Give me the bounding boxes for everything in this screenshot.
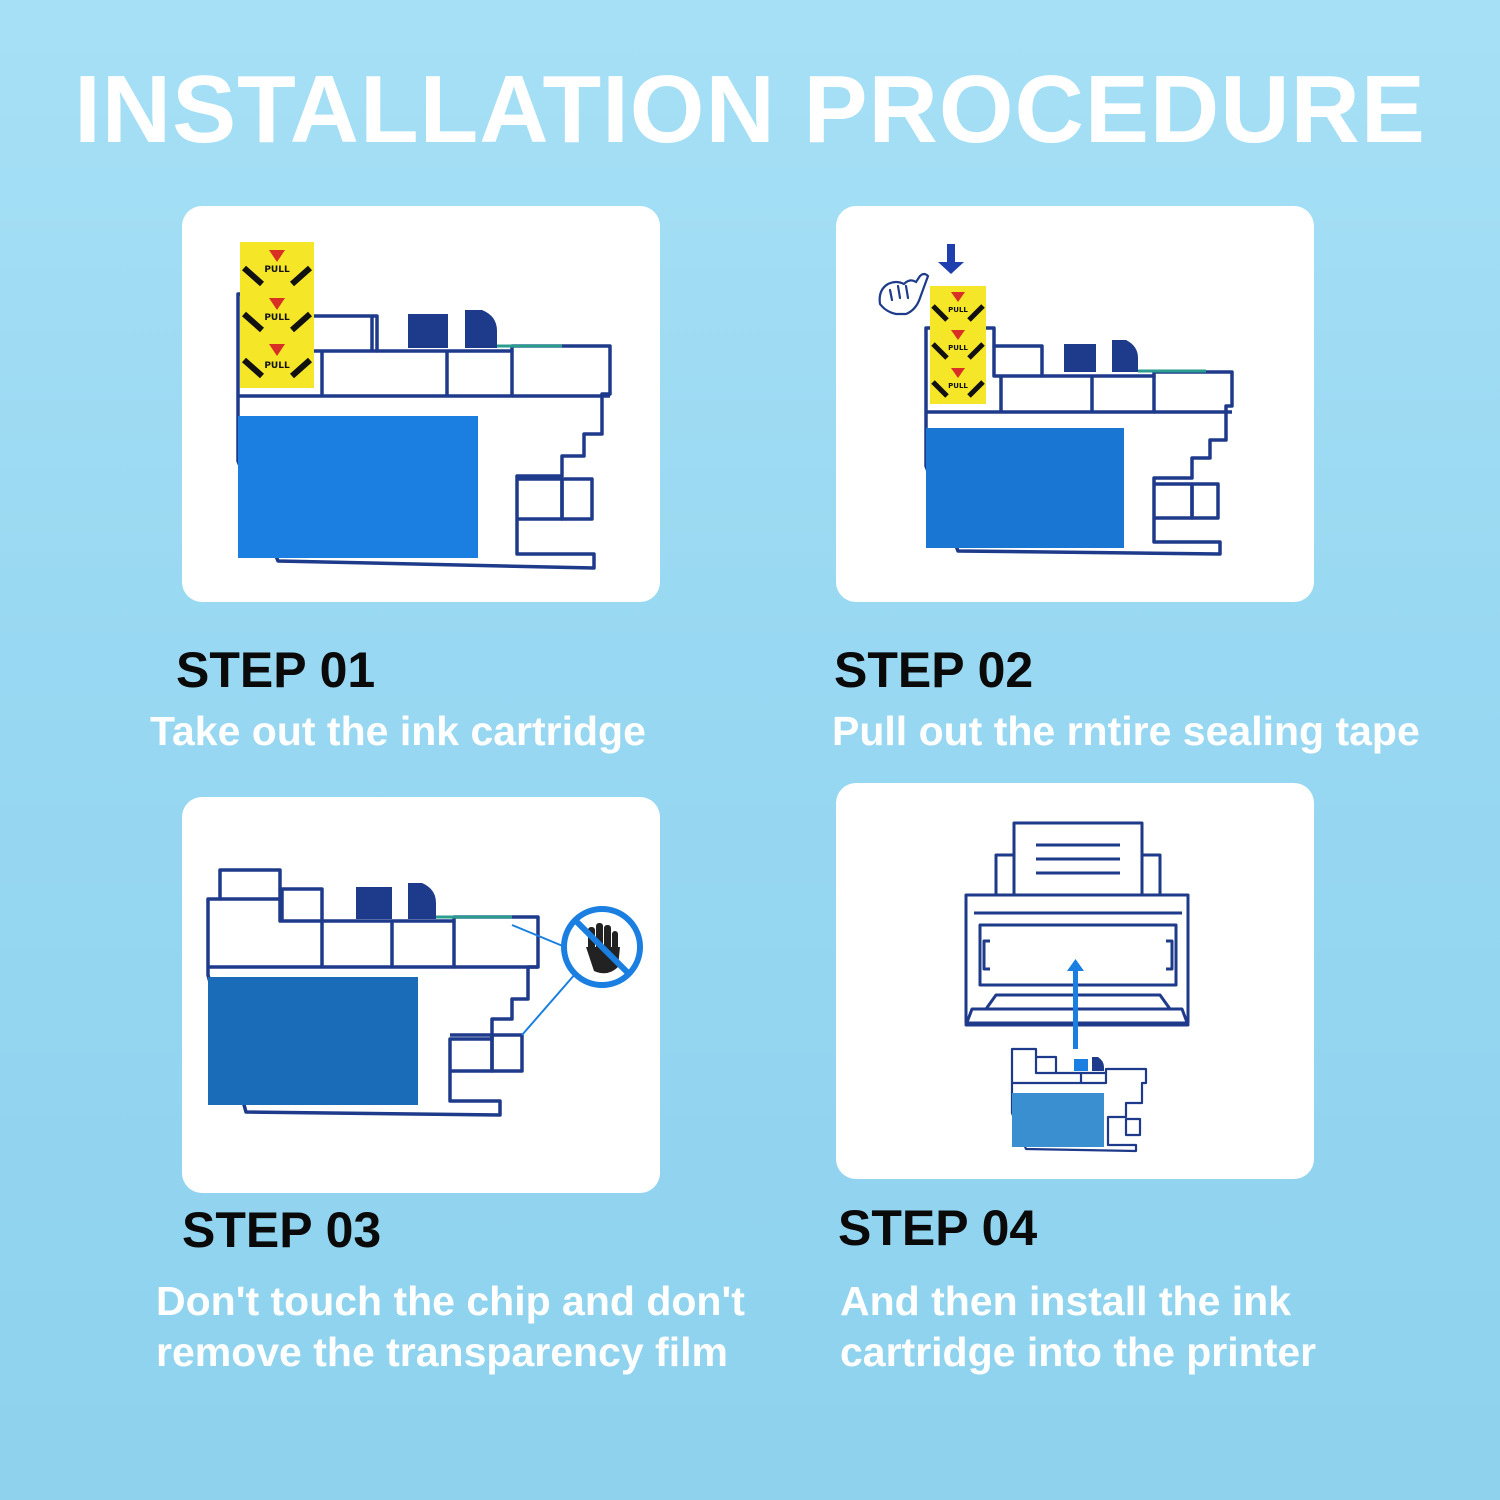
tape-label: PULL xyxy=(948,344,968,352)
tape-label: PULL xyxy=(948,382,968,390)
pull-sealing-tape-icon: PULL PULL PULL xyxy=(878,244,1234,556)
page-title: INSTALLATION PROCEDURE xyxy=(74,56,1426,163)
step-03-description-line: remove the transparency film xyxy=(156,1329,728,1375)
step-04-illustration xyxy=(836,783,1314,1179)
step-04-description-line: And then install the ink xyxy=(840,1278,1292,1324)
step-01-description: Take out the ink cartridge xyxy=(150,708,646,754)
tape-label: PULL xyxy=(264,265,290,275)
do-not-touch-chip-icon xyxy=(206,868,643,1117)
step-03-heading: STEP 03 xyxy=(182,1202,382,1258)
hand-icon xyxy=(878,272,930,316)
tape-label: PULL xyxy=(264,361,290,371)
step-03-description-line: Don't touch the chip and don't xyxy=(156,1278,745,1324)
step-04-description-line: cartridge into the printer xyxy=(840,1329,1317,1375)
step-03-illustration xyxy=(182,797,660,1193)
step-02-heading: STEP 02 xyxy=(834,642,1034,698)
printer-install-icon xyxy=(964,821,1190,1153)
step-04-description: And then install the ink cartridge into … xyxy=(840,1276,1316,1378)
step-02-description: Pull out the rntire sealing tape xyxy=(832,708,1420,754)
step-02-illustration: PULL PULL PULL xyxy=(836,206,1314,602)
tape-label: PULL xyxy=(264,313,290,323)
step-03-description: Don't touch the chip and don't remove th… xyxy=(156,1276,745,1378)
step-01-illustration: PULL PULL PULL xyxy=(182,206,660,602)
tape-label: PULL xyxy=(948,306,968,314)
step-01-heading: STEP 01 xyxy=(176,642,376,698)
ink-cartridge-with-tape-icon: PULL PULL PULL xyxy=(236,242,612,570)
step-04-heading: STEP 04 xyxy=(838,1200,1038,1256)
